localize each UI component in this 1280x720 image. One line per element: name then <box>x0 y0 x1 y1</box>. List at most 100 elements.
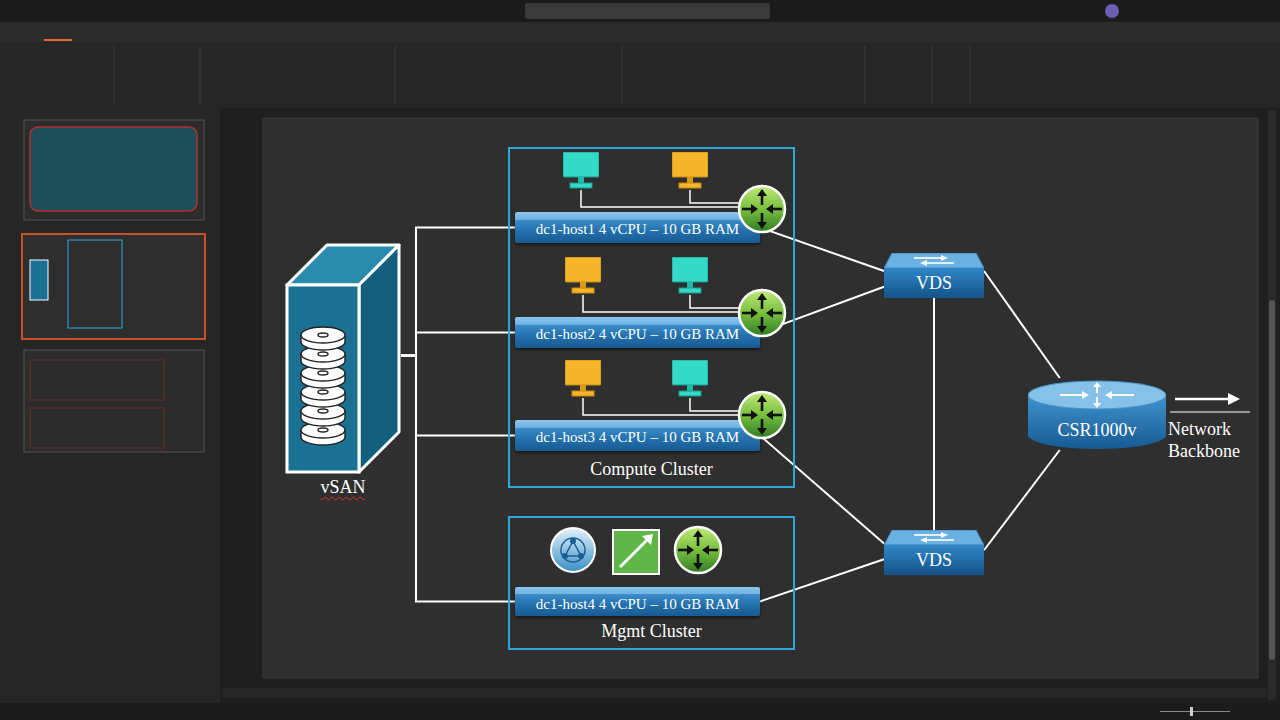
connector-line <box>401 355 515 601</box>
host-bar: dc1-host2 4 vCPU – 10 GB RAM <box>515 317 760 348</box>
user-avatar <box>1105 4 1119 18</box>
slide-canvas <box>263 118 1258 678</box>
slide-thumbnail <box>24 120 204 220</box>
cluster-box: Mgmt Cluster dc1-host4 4 vCPU – 10 GB RAM <box>508 516 795 650</box>
connector-line <box>760 559 884 601</box>
separator <box>932 46 933 104</box>
router-icon <box>739 186 785 232</box>
separator <box>970 46 971 104</box>
nsx-manager-dot <box>562 553 568 559</box>
workstation-icon <box>563 152 599 188</box>
active-tab-mark <box>44 39 72 41</box>
workstation-wires <box>581 190 745 415</box>
connector-line <box>760 287 884 333</box>
vcenter-icon <box>613 530 659 574</box>
workstation-wire <box>690 398 745 411</box>
title-bar <box>0 0 1280 22</box>
vcenter-arrowhead <box>642 534 653 545</box>
separator <box>622 46 623 104</box>
separator <box>200 46 201 104</box>
workstation-wire <box>690 190 745 203</box>
ribbon-separators <box>114 46 970 104</box>
ribbon <box>0 42 1280 108</box>
h-scroll-bar <box>222 688 1266 698</box>
connector-line <box>401 355 515 435</box>
cluster-box: Compute Cluster dc1-host1 4 vCPU – 10 GB … <box>508 147 795 488</box>
storage-cube-outline <box>285 243 401 501</box>
zoom-thumb <box>1190 707 1193 716</box>
workstation-wire <box>583 398 745 415</box>
switch-symbol: VDS <box>884 530 984 575</box>
zoom-slider <box>1160 711 1230 712</box>
storage-cube: vSAN <box>285 243 401 501</box>
workstation-icon <box>565 257 601 293</box>
thumbnail-pane <box>0 108 220 703</box>
connector-line <box>760 228 884 272</box>
connector-line <box>401 333 515 356</box>
connector-line <box>984 271 1060 378</box>
switch-symbol-graphic <box>884 253 984 298</box>
workstation-icon <box>672 360 708 396</box>
connector-line <box>760 436 884 544</box>
node-text: Compute Cluster <box>510 459 793 480</box>
search-box <box>525 3 770 19</box>
separator <box>395 46 396 104</box>
thumbnail-content <box>68 240 122 328</box>
switch-symbol: VDS <box>884 253 984 298</box>
node-text: CSR1000v <box>1028 419 1166 441</box>
host-bar: dc1-host3 4 vCPU – 10 GB RAM <box>515 420 760 451</box>
router-symbol: CSR1000v <box>1028 378 1166 450</box>
node-text: vSAN <box>285 476 401 498</box>
storage-cube-graphic <box>287 245 399 472</box>
backbone-arrow <box>1170 393 1250 412</box>
nsx-manager-dot <box>578 553 584 559</box>
node-text: VDS <box>884 547 984 573</box>
slide-thumbnail <box>24 350 204 452</box>
node-text: dc1-host1 4 vCPU – 10 GB RAM <box>515 220 760 238</box>
host-bar: dc1-host1 4 vCPU – 10 GB RAM <box>515 212 760 243</box>
workstation-wire <box>581 190 745 207</box>
vcenter-tile <box>613 530 659 574</box>
separator <box>865 46 866 104</box>
backbone-line <box>1170 411 1250 412</box>
node-text: VDS <box>884 270 984 296</box>
workstation-icon <box>672 152 708 188</box>
host-bar: dc1-host4 4 vCPU – 10 GB RAM <box>515 587 760 616</box>
separator <box>114 46 115 104</box>
router-icon <box>739 290 785 336</box>
router-symbol-outline <box>1028 378 1166 450</box>
thumbnail-content <box>30 360 164 400</box>
free-label: Network Backbone <box>1168 418 1258 462</box>
connector-line <box>401 228 515 356</box>
scroll-thumb <box>1269 300 1275 660</box>
workstation-wire <box>690 295 745 308</box>
switch-symbol-graphic <box>884 530 984 575</box>
ribbon-tabs <box>0 22 1280 42</box>
status-bar <box>0 703 1280 720</box>
scroll-bar <box>1268 110 1276 700</box>
node-text: Mgmt Cluster <box>510 621 793 642</box>
workstation-wire <box>583 295 745 312</box>
connector-line <box>984 450 1060 550</box>
vcenter-arrow <box>620 537 650 567</box>
node-text: dc1-host2 4 vCPU – 10 GB RAM <box>515 325 760 343</box>
workstation-icon <box>672 257 708 293</box>
switch-symbol-outline <box>884 530 984 575</box>
node-text: dc1-host4 4 vCPU – 10 GB RAM <box>515 595 760 613</box>
node-text: dc1-host3 4 vCPU – 10 GB RAM <box>515 428 760 446</box>
thumbnail-content <box>30 260 48 300</box>
connector-line <box>933 298 935 530</box>
router-icon <box>739 392 785 438</box>
thumbnail-content <box>30 127 197 211</box>
workstation-icon <box>565 360 601 396</box>
arrow-shaft <box>1175 398 1230 401</box>
router-icon <box>675 527 721 573</box>
arrow-head <box>1228 393 1240 405</box>
switch-symbol-outline <box>884 253 984 298</box>
nsx-manager-disc <box>551 528 595 572</box>
slide-thumbnail-selected <box>22 234 205 339</box>
nsx-manager-ring <box>561 538 585 562</box>
